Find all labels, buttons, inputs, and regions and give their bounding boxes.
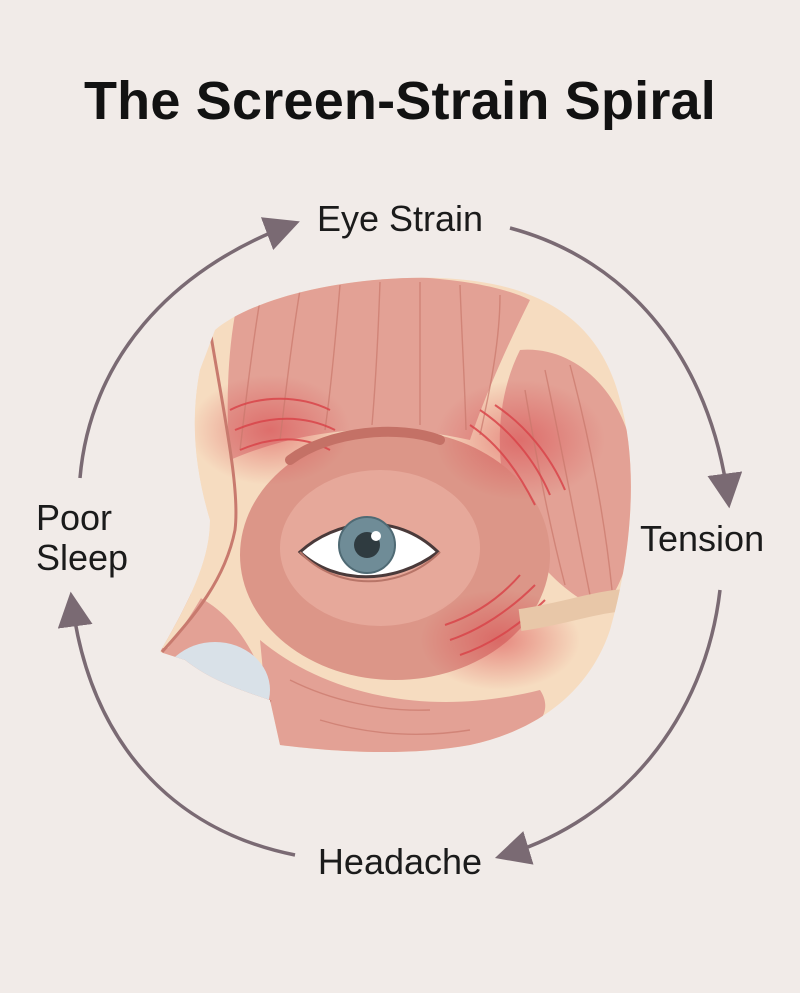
page-title: The Screen-Strain Spiral xyxy=(84,71,716,131)
stage-headache: Headache xyxy=(317,841,483,882)
stage-eye-strain: Eye Strain xyxy=(316,198,484,239)
eye-icon xyxy=(297,516,441,583)
eye-muscle-illustration xyxy=(160,277,631,753)
arrow-tension-to-headache xyxy=(494,589,722,865)
arrow-sleep-to-eye xyxy=(78,217,300,479)
stage-tension: Tension xyxy=(640,518,765,559)
stage-poor-sleep-line1: Poor xyxy=(36,497,113,538)
stage-poor-sleep: Poor Sleep xyxy=(36,498,128,578)
arrow-eye-to-tension xyxy=(509,226,743,509)
stage-poor-sleep-line2: Sleep xyxy=(36,537,129,578)
arrow-headache-to-sleep xyxy=(57,591,296,857)
